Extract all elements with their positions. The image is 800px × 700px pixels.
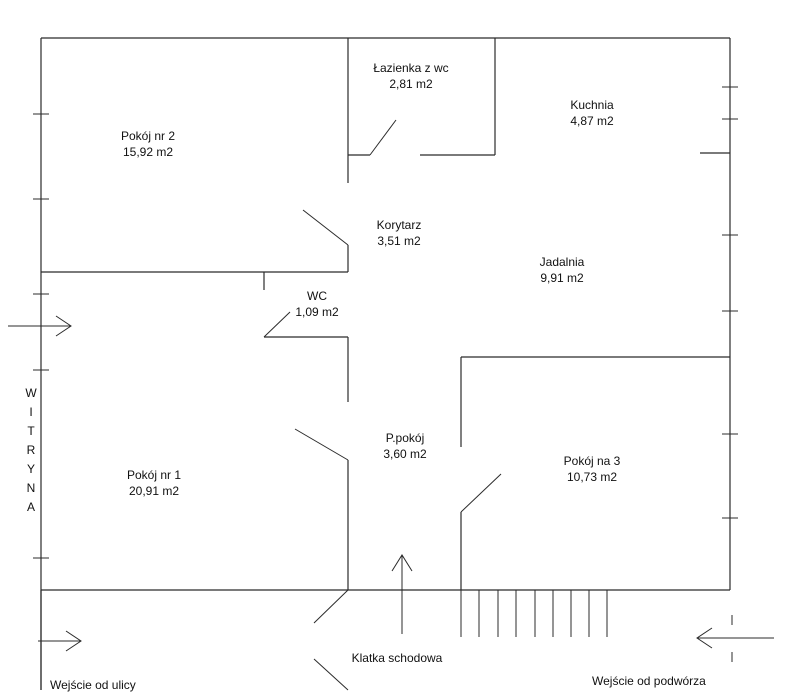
room-lazienka-name: Łazienka z wc — [373, 61, 448, 75]
room-kuchnia-area: 4,87 m2 — [570, 114, 614, 128]
room-lazienka-area: 2,81 m2 — [389, 77, 433, 91]
room-pokoj2-name: Pokój nr 2 — [121, 129, 175, 143]
shop-window-letter: I — [29, 405, 32, 419]
room-pokoj2-area: 15,92 m2 — [123, 145, 173, 159]
room-wc-name: WC — [307, 289, 327, 303]
staircase-label: Klatka schodowa — [352, 651, 443, 665]
arrow-shop-window — [8, 315, 72, 337]
room-pokoj1-name: Pokój nr 1 — [127, 468, 181, 482]
street-entrance-label: Wejście od ulicy — [50, 678, 136, 692]
room-korytarz-area: 3,51 m2 — [377, 234, 421, 248]
shop-window-label: W I T R Y N A — [25, 386, 37, 514]
shop-window-letter: Y — [27, 462, 35, 476]
room-korytarz-name: Korytarz — [377, 218, 422, 232]
room-jadalnia-area: 9,91 m2 — [540, 271, 584, 285]
shop-window-letter: T — [27, 424, 35, 438]
room-kuchnia-name: Kuchnia — [570, 98, 614, 112]
room-ppokoj-name: P.pokój — [386, 431, 424, 445]
room-wc-area: 1,09 m2 — [295, 305, 339, 319]
shop-window-letter: N — [27, 481, 36, 495]
outer-walls — [40, 37, 731, 690]
arrow-street-entrance — [38, 630, 82, 652]
shop-window-letter: W — [25, 386, 37, 400]
room-pokoj1-area: 20,91 m2 — [129, 484, 179, 498]
window-ticks — [33, 86, 738, 662]
stairs — [460, 590, 608, 637]
yard-entrance-label: Wejście od podwórza — [592, 674, 706, 688]
door-swings — [263, 119, 502, 691]
room-pokoj3-name: Pokój na 3 — [564, 454, 621, 468]
arrow-stairs-up — [391, 554, 413, 634]
interior-walls — [40, 38, 730, 690]
room-jadalnia-name: Jadalnia — [540, 255, 585, 269]
room-ppokoj-area: 3,60 m2 — [383, 447, 427, 461]
shop-window-letter: A — [27, 500, 35, 514]
shop-window-letter: R — [27, 443, 36, 457]
room-pokoj3-area: 10,73 m2 — [567, 470, 617, 484]
arrow-yard-entrance — [696, 627, 774, 649]
